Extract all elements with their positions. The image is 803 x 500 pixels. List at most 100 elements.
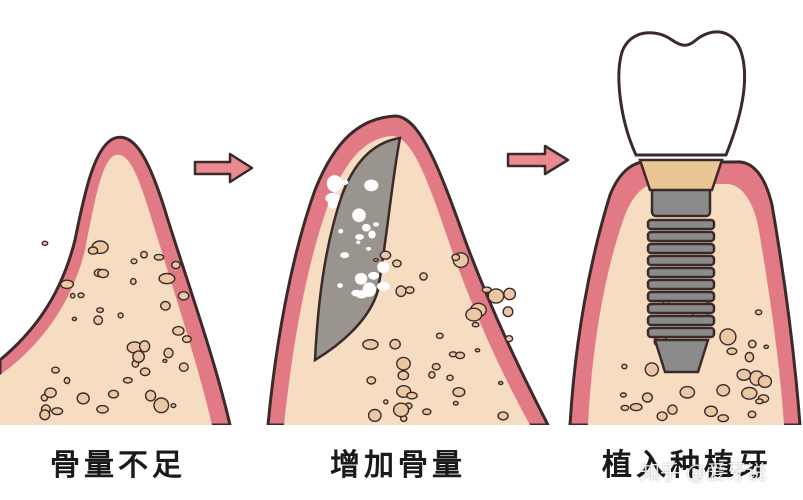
bone-particle [355, 234, 364, 240]
bone-particle [435, 332, 444, 340]
bone-particle [754, 309, 763, 316]
bone-particle [327, 199, 338, 209]
bone-particle [392, 402, 410, 418]
implant-thread [646, 278, 716, 291]
bone-particle [144, 389, 157, 402]
bone-particle [352, 208, 366, 223]
implant-collar [650, 186, 712, 218]
implant-thread [646, 266, 716, 279]
bone-particle [117, 312, 124, 319]
bone-particle [389, 338, 401, 350]
bone-particle [362, 282, 377, 297]
implant-thread [646, 302, 716, 315]
bone-particle [717, 414, 730, 423]
bone-particle [382, 399, 389, 405]
bone-particle [366, 376, 377, 385]
bone-particle [757, 374, 773, 389]
caption-area [0, 425, 803, 500]
bone-particle [181, 335, 192, 344]
bone-particle [621, 363, 628, 370]
bone-particle [170, 403, 177, 409]
bone-particle [656, 411, 668, 422]
bone-particle [474, 348, 481, 353]
bone-particle [719, 328, 737, 346]
implant-screw [646, 186, 716, 374]
bone-particle [397, 370, 410, 381]
bone-particle [747, 410, 757, 419]
bone-particle [122, 376, 133, 384]
arrow-right-icon [193, 152, 254, 184]
abutment [638, 158, 724, 192]
bone-particle [44, 387, 57, 399]
bone-particle [679, 385, 696, 399]
bone-particle [428, 370, 436, 379]
arrow-right-icon [506, 144, 570, 176]
bone-particle [51, 407, 64, 416]
implant-thread [646, 326, 716, 339]
bone-particle [421, 408, 432, 416]
bone-particle [337, 283, 343, 288]
bone-particle [455, 351, 466, 360]
bone-particle [487, 288, 505, 304]
caption-implant-placed: 植入种植牙 [602, 448, 772, 483]
bone-particle [170, 260, 181, 270]
bone-particle [726, 347, 738, 356]
bone-particle [502, 306, 514, 318]
bone-particle [406, 391, 418, 400]
bone-particle [741, 386, 758, 400]
bone [0, 154, 212, 425]
bone-particle [177, 290, 190, 301]
bone-particle [704, 405, 719, 418]
bone-particle [404, 286, 415, 295]
caption-bone-augmentation: 增加骨量 [330, 448, 466, 483]
bone-particles [325, 175, 517, 423]
bone-particle [97, 268, 110, 279]
bone-particle [63, 376, 71, 385]
bone-particle [763, 344, 770, 350]
bone-particle [619, 392, 628, 398]
bone-particle [153, 253, 165, 261]
panel-bone-insufficient [0, 135, 232, 427]
bone-particle [667, 404, 678, 416]
bone-particle [364, 179, 379, 192]
bone-particle [365, 246, 372, 251]
bone-particle [338, 228, 344, 234]
bone-particle [107, 389, 120, 399]
bone-particle [340, 252, 349, 259]
bone-particle [452, 400, 459, 406]
bone-particle [153, 397, 170, 414]
bone-particle [373, 222, 379, 227]
bone-particle [503, 287, 517, 301]
bone-particle [379, 250, 392, 260]
bone-particle [368, 271, 380, 280]
bone-particle [368, 230, 376, 239]
bone-particle [87, 246, 99, 255]
bone-particles [39, 240, 192, 421]
bone-particle [158, 272, 176, 285]
bone-graft [313, 136, 402, 363]
panel-implant-placed [568, 30, 802, 427]
bone-particle [96, 307, 105, 314]
bone-particle [644, 362, 659, 377]
bone-particle [446, 374, 454, 382]
bone-particle [747, 339, 757, 349]
bone-particle [93, 315, 104, 326]
bone-particle [471, 321, 480, 328]
bone-particle [139, 367, 151, 377]
bone-particle [69, 292, 76, 299]
bone-particle [396, 356, 411, 371]
bone-particle [356, 240, 361, 245]
bone-particle [377, 261, 390, 274]
bone-particle [465, 307, 483, 322]
bone-particle [744, 351, 755, 363]
implant-thread [646, 254, 716, 267]
implant-threads [646, 218, 716, 339]
bone-particle [367, 408, 382, 423]
bone-particle [96, 404, 109, 414]
bone-particle [716, 383, 731, 397]
bone-particle [51, 366, 61, 374]
bone-particle [39, 409, 51, 421]
bone-particle [163, 347, 174, 359]
bone-particle [620, 404, 630, 412]
bone-particle [172, 325, 185, 336]
